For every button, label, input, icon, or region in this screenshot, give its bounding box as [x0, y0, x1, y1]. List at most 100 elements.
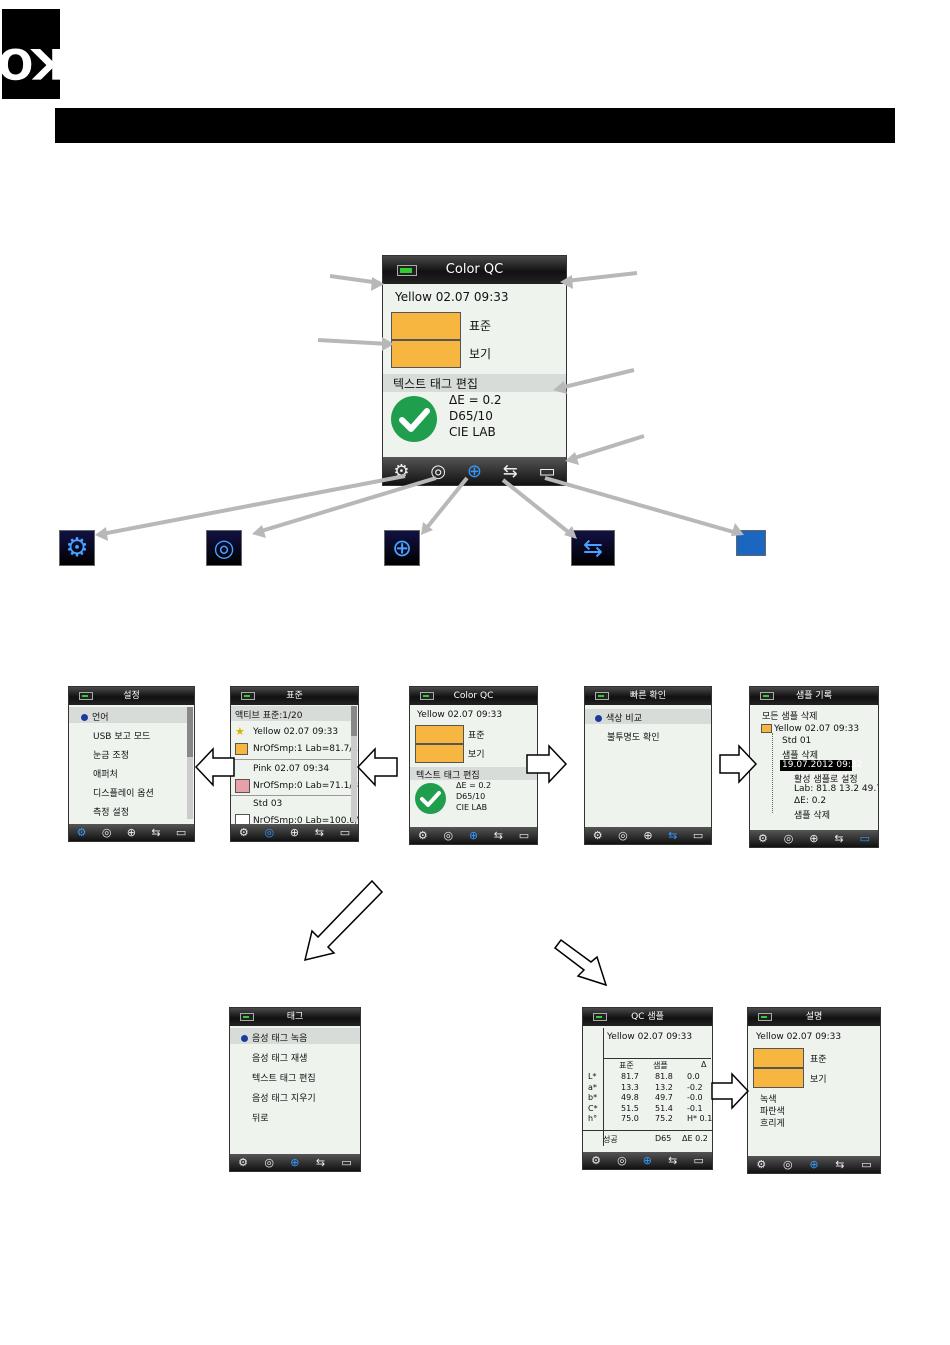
standard-label: 표준	[469, 319, 492, 333]
target-icon[interactable]: ◎	[443, 829, 454, 842]
crosshair-icon[interactable]: ⊕	[809, 1158, 819, 1171]
title-bar: Color QC	[410, 687, 537, 705]
gear-icon[interactable]: ⚙	[76, 826, 87, 839]
section-header-bar	[55, 108, 895, 143]
tree-item-std[interactable]: Std 01	[782, 736, 812, 746]
view-label: 보기	[469, 347, 492, 361]
crosshair-icon[interactable]: ⊕	[126, 826, 137, 839]
view-label: 보기	[810, 1075, 827, 1085]
menu-item-aperture[interactable]: 애퍼처	[93, 770, 118, 780]
menu-item-play-voice[interactable]: 음성 태그 재생	[252, 1054, 308, 1064]
folder-icon[interactable]: ▭	[518, 829, 530, 842]
swap-arrows-icon[interactable]: ⇆	[668, 829, 678, 842]
flow-arrows	[194, 744, 758, 1110]
menu-item-record-voice[interactable]: 음성 태그 녹음	[241, 1031, 307, 1044]
menu-item-back[interactable]: 뒤로	[252, 1114, 269, 1124]
folder-icon[interactable]: ▭	[175, 826, 187, 839]
row-standard-value: 13.3	[621, 1082, 639, 1092]
toolbar: ⚙ ◎ ⊕ ⇆ ▭	[748, 1156, 880, 1173]
crosshair-icon[interactable]: ⊕	[290, 1156, 300, 1169]
menu-item-clear-voice[interactable]: 음성 태그 지우기	[252, 1094, 316, 1104]
tree-item-delete-all[interactable]: 모든 샘플 삭제	[762, 712, 818, 722]
folder-icon[interactable]: ▭	[339, 826, 351, 839]
target-icon[interactable]: ◎	[101, 826, 112, 839]
folder-icon[interactable]: ▭	[341, 1156, 352, 1169]
crosshair-icon[interactable]: ⊕	[643, 829, 653, 842]
menu-item-edit-text[interactable]: 텍스트 태그 편집	[252, 1074, 316, 1084]
standards-target-icon: ◎	[206, 530, 242, 566]
scrollbar[interactable]	[351, 706, 357, 822]
main-screen: Color QC Yellow 02.07 09:33 표준 보기 텍스트 태그…	[382, 255, 567, 486]
screen-title: 빠른 확인	[630, 691, 666, 701]
tree-item-delete-sample-2[interactable]: 샘플 삭제	[794, 811, 830, 821]
screen-title: 설명	[805, 1012, 823, 1022]
tree-item-delete-sample[interactable]: 샘플 삭제	[782, 751, 818, 761]
target-icon[interactable]: ◎	[264, 826, 275, 839]
target-icon[interactable]: ◎	[782, 1158, 793, 1171]
menu-item-measure-settings[interactable]: 측정 설정	[93, 808, 129, 818]
screen-title: QC 샘플	[631, 1012, 664, 1022]
tree-item-set-active[interactable]: 활성 샘플로 설정	[794, 775, 858, 785]
toolbar: ⚙ ◎ ⊕ ⇆ ▭	[383, 457, 566, 485]
gear-icon[interactable]: ⚙	[756, 1158, 767, 1171]
scrollbar[interactable]	[187, 707, 193, 819]
toolbar: ⚙ ◎ ⊕ ⇆ ▭	[750, 830, 878, 847]
target-icon[interactable]: ◎	[264, 1156, 274, 1169]
menu-item-opacity-check[interactable]: 불투명도 확인	[607, 733, 660, 743]
standard-row-name[interactable]: Pink 02.07 09:34	[253, 764, 330, 774]
target-icon[interactable]: ◎	[617, 1154, 627, 1167]
menu-item-usb-report[interactable]: USB 보고 모드	[93, 732, 151, 742]
gear-icon[interactable]: ⚙	[238, 1156, 249, 1169]
swap-arrows-icon[interactable]: ⇆	[315, 1156, 326, 1169]
tree-item-sample[interactable]: Yellow 02.07 09:33	[774, 724, 860, 734]
folder-icon[interactable]: ▭	[693, 1154, 704, 1167]
menu-item-calibration[interactable]: 눈금 조정	[93, 751, 129, 761]
menu-item-language[interactable]: 언어	[81, 710, 109, 723]
sample-name: Yellow 02.07 09:33	[417, 710, 503, 720]
folder-icon[interactable]: ▭	[861, 1158, 872, 1171]
sample-name: Yellow 02.07 09:33	[607, 1032, 693, 1042]
swap-arrows-icon[interactable]: ⇆	[834, 832, 844, 845]
standard-row-name[interactable]: Std 03	[253, 799, 283, 809]
swap-arrows-icon[interactable]: ⇆	[668, 1154, 678, 1167]
row-label: h°	[588, 1114, 598, 1123]
gear-icon[interactable]: ⚙	[757, 832, 768, 845]
toolbar: ⚙ ◎ ⊕ ⇆ ▭	[583, 1152, 712, 1169]
standard-swatch	[415, 725, 464, 744]
tree-lines	[772, 733, 774, 813]
tag-edit-bar[interactable]	[410, 767, 537, 780]
target-icon[interactable]: ◎	[430, 460, 447, 482]
crosshair-icon[interactable]: ⊕	[466, 460, 482, 482]
gear-icon[interactable]: ⚙	[592, 829, 603, 842]
column-header-delta: Δ	[701, 1060, 707, 1069]
menu-item-display-options[interactable]: 디스플레이 옵션	[93, 789, 154, 799]
target-icon[interactable]: ◎	[783, 832, 794, 845]
row-delta-value: -0.1	[687, 1103, 703, 1113]
row-label: L*	[588, 1072, 597, 1081]
folder-icon[interactable]: ▭	[859, 832, 870, 845]
standard-row-detail: NrOfSmp:0 Lab=100.0/	[253, 816, 359, 826]
gear-icon[interactable]: ⚙	[238, 826, 249, 839]
crosshair-icon[interactable]: ⊕	[468, 829, 479, 842]
folder-icon[interactable]: ▭	[692, 829, 704, 842]
menu-item-color-compare[interactable]: 색상 비교	[595, 711, 642, 724]
swap-arrows-icon[interactable]: ⇆	[835, 1158, 845, 1171]
swap-arrows-icon[interactable]: ⇆	[502, 460, 518, 482]
standard-swatch	[235, 743, 248, 755]
swap-arrows-icon[interactable]: ⇆	[314, 826, 324, 839]
crosshair-icon[interactable]: ⊕	[809, 832, 819, 845]
table-frame	[603, 1028, 712, 1146]
crosshair-icon[interactable]: ⊕	[642, 1154, 653, 1167]
status-text: 성공	[603, 1135, 618, 1144]
target-icon[interactable]: ◎	[618, 829, 628, 842]
swap-arrows-icon[interactable]: ⇆	[493, 829, 503, 842]
crosshair-icon[interactable]: ⊕	[289, 826, 300, 839]
swap-arrows-icon[interactable]: ⇆	[151, 826, 161, 839]
tree-item-date[interactable]: 19.07.2012 09:32	[782, 760, 863, 770]
folder-icon[interactable]: ▭	[538, 460, 556, 482]
tag-edit-label: 텍스트 태그 편집	[393, 377, 478, 391]
gear-icon[interactable]: ⚙	[591, 1154, 601, 1167]
tag-edit-bar[interactable]	[383, 374, 566, 392]
standard-row-name[interactable]: Yellow 02.07 09:33	[253, 727, 339, 737]
gear-icon[interactable]: ⚙	[417, 829, 428, 842]
